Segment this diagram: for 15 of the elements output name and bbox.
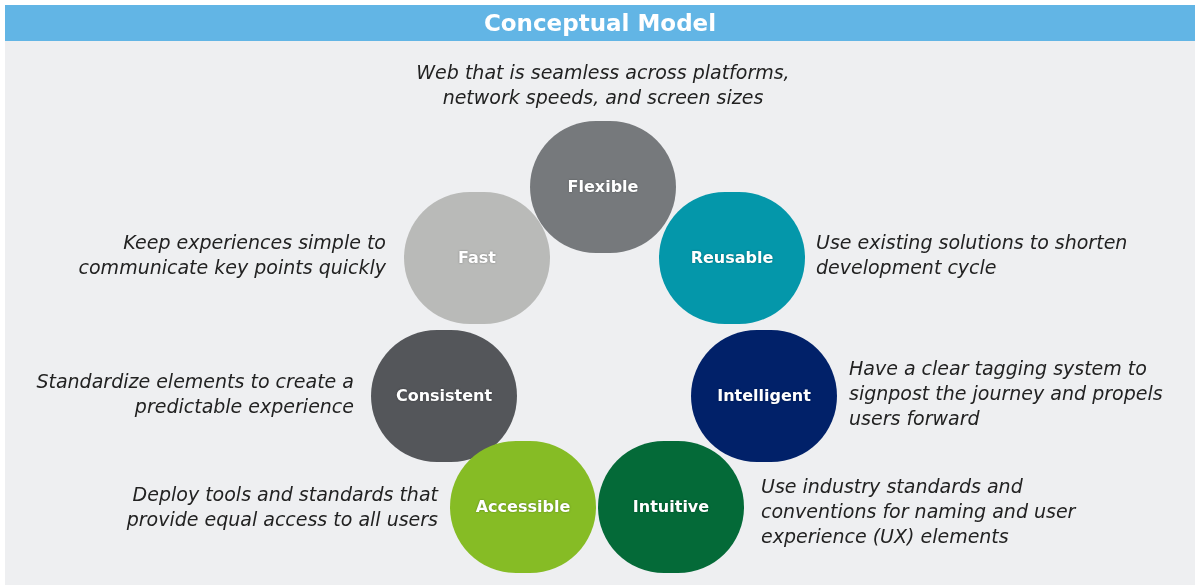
description-text: Keep experiences simple to communicate key points quickly	[77, 230, 386, 280]
node-label: Reusable	[690, 247, 774, 269]
description-text: Deploy tools and standards that provide equal access to all users	[125, 482, 438, 532]
title-bar: Conceptual Model	[5, 5, 1195, 41]
description-text: Use existing solutions to shorten development cycle	[816, 230, 1129, 280]
node-label: Intelligent	[717, 385, 811, 407]
node-label: Flexible	[567, 176, 639, 198]
description-text: Have a clear tagging system to signpost the journey and propels users forward	[849, 356, 1164, 431]
node-label: Accessible	[475, 496, 571, 518]
description-text: Standardize elements to create a predictable experience	[35, 369, 354, 419]
node-label: Fast	[458, 247, 496, 269]
description-text: Web that is seamless across platforms, network speeds, and screen sizes	[415, 60, 791, 110]
node-label: Consistent	[395, 385, 493, 407]
node-label: Intuitive	[632, 496, 710, 518]
description-text: Use industry standards and conventions for naming and user experience (UX) elements	[761, 474, 1078, 549]
